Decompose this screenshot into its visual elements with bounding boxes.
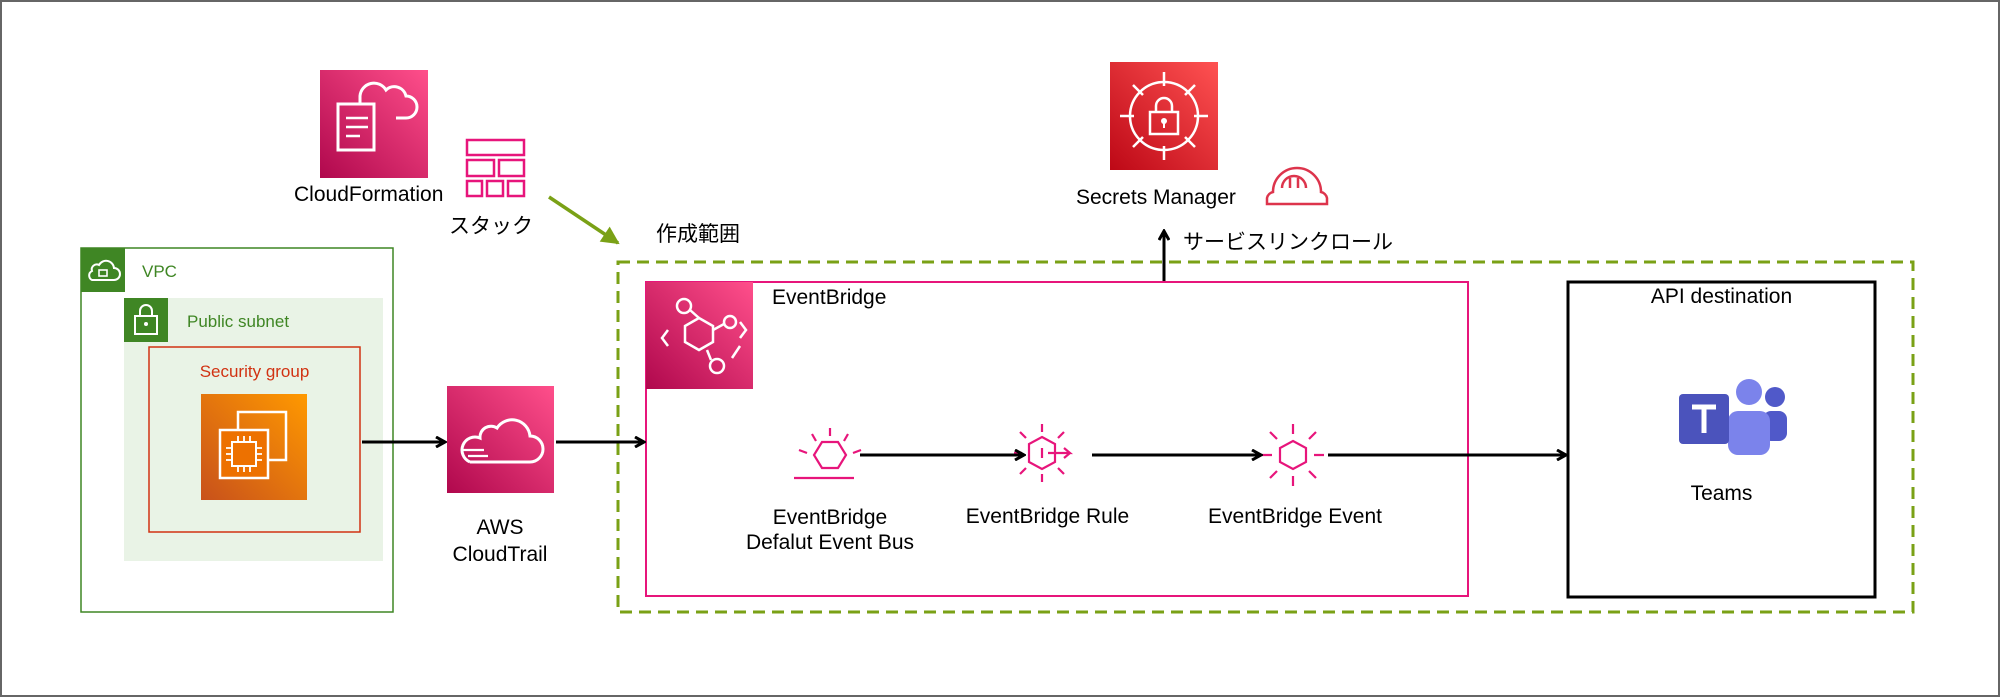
security-group-label: Security group — [199, 362, 310, 381]
cloudtrail-label-line1: AWS — [476, 516, 524, 539]
event-bus-label-line2: Defalut Event Bus — [745, 531, 915, 554]
eventbridge-label: EventBridge — [772, 286, 887, 309]
event-bus-label: EventBridge Defalut Event Bus — [700, 505, 960, 555]
teams-label: Teams — [1690, 482, 1753, 505]
public-subnet-label: Public subnet — [187, 312, 290, 331]
event-label: EventBridge Event — [1208, 505, 1382, 528]
vpc-label: VPC — [142, 262, 177, 281]
event-rule-label: EventBridge Rule — [965, 505, 1130, 528]
event-bus-label-line1: EventBridge — [772, 506, 888, 529]
cloudtrail-label-line2: CloudTrail — [452, 543, 548, 566]
scope-label: 作成範囲 — [656, 223, 740, 246]
api-destination-label: API destination — [1650, 285, 1793, 308]
secrets-manager-label: Secrets Manager — [1076, 186, 1236, 209]
cloudtrail-label: AWS CloudTrail — [420, 514, 580, 568]
service-linked-role-label: サービスリンクロール — [1183, 231, 1393, 254]
stack-label: スタック — [449, 215, 533, 238]
cloudformation-label: CloudFormation — [294, 183, 444, 206]
